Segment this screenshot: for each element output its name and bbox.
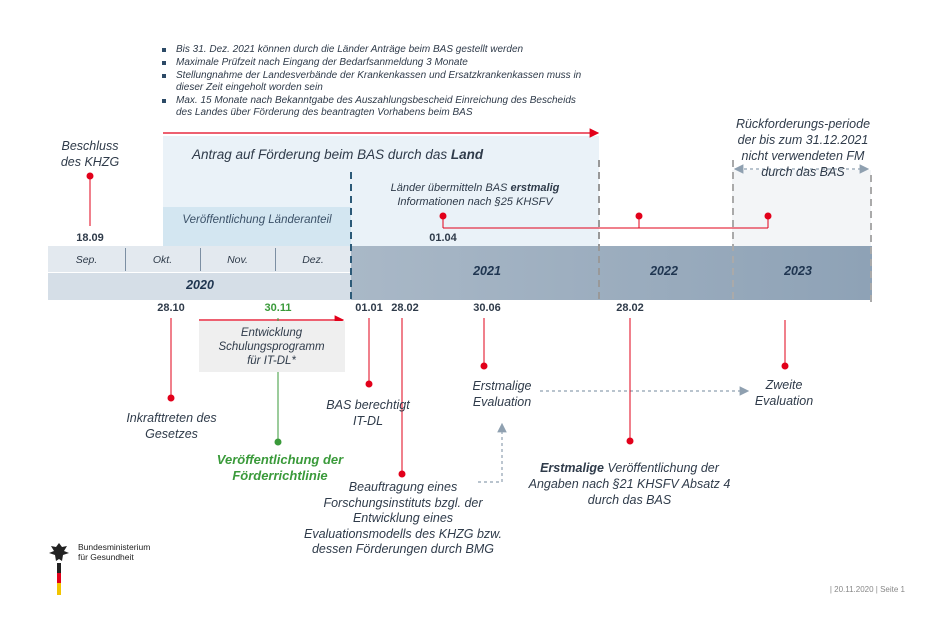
months-row xyxy=(48,246,351,272)
year-2023: 2023 xyxy=(784,264,812,278)
date-30-11: 30.11 xyxy=(264,302,292,314)
schulung-label: Entwicklung Schulungsprogramm für IT-DL* xyxy=(218,327,325,367)
beauftragung-label: Beauftragung eines Forschungsinstituts b… xyxy=(303,480,502,556)
month-okt: Okt. xyxy=(152,254,173,266)
year-2021: 2021 xyxy=(473,264,501,278)
eval1-label: Erstmalige Evaluation xyxy=(472,379,532,409)
antrag-bullets: Bis 31. Dez. 2021 können durch die Lände… xyxy=(160,44,590,120)
date-30-06: 30.06 xyxy=(473,302,501,314)
bullet-item: Maximale Prüfzeit nach Eingang der Bedar… xyxy=(160,57,590,69)
month-nov: Nov. xyxy=(227,254,248,266)
date-01-01: 01.01 xyxy=(355,302,383,314)
month-sep: Sep. xyxy=(75,254,98,266)
schulung-box xyxy=(199,321,345,372)
inkraft-label: Inkrafttreten des Gesetzes xyxy=(126,411,217,441)
date-28-02: 28.02 xyxy=(391,302,419,314)
footer: | 20.11.2020 | Seite 1 xyxy=(829,585,905,594)
bullet-item: Bis 31. Dez. 2021 können durch die Lände… xyxy=(160,44,590,56)
date-18-09: 18.09 xyxy=(76,232,104,244)
rueckforderung-panel xyxy=(732,170,871,246)
year-2020: 2020 xyxy=(186,278,214,292)
ministry-name: Bundesministerium für Gesundheit xyxy=(78,542,151,562)
richtlinie-label: Veröffentlichung der Förderrichtlinie xyxy=(216,452,344,483)
rueckforderung-label: Rückforderungs-periode der bis zum 31.12… xyxy=(735,117,871,179)
date-01-04: 01.04 xyxy=(429,232,457,244)
laenderanteil-label: Veröffentlichung Länderanteil xyxy=(182,214,332,226)
bullet-item: Max. 15 Monate nach Bekanntgabe des Ausz… xyxy=(160,95,590,119)
date-28-10: 28.10 xyxy=(157,302,185,314)
veroeff-label: Erstmalige Veröffentlichung der Angaben … xyxy=(528,461,731,507)
eagle-logo xyxy=(46,541,72,597)
laenderanteil-panel xyxy=(163,207,351,246)
date-28-02-2022: 28.02 xyxy=(616,302,644,314)
timeline-bar-2021-2023 xyxy=(351,246,872,300)
eval2-label: Zweite Evaluation xyxy=(754,378,814,408)
year-2022: 2022 xyxy=(650,264,678,278)
antrag-label: Antrag auf Förderung beim BAS durch das … xyxy=(192,147,484,162)
eagle-icon xyxy=(49,543,69,595)
bullet-item: Stellungnahme der Landesverbände der Kra… xyxy=(160,70,590,94)
beschluss-dot xyxy=(86,172,94,180)
month-dez: Dez. xyxy=(302,254,324,266)
beschluss-label: Beschluss des KHZG xyxy=(60,139,120,169)
bas-it-label: BAS berechtigt IT-DL xyxy=(326,398,410,428)
uebermitteln-label: Länder übermitteln BAS erstmalig Informa… xyxy=(390,182,560,208)
